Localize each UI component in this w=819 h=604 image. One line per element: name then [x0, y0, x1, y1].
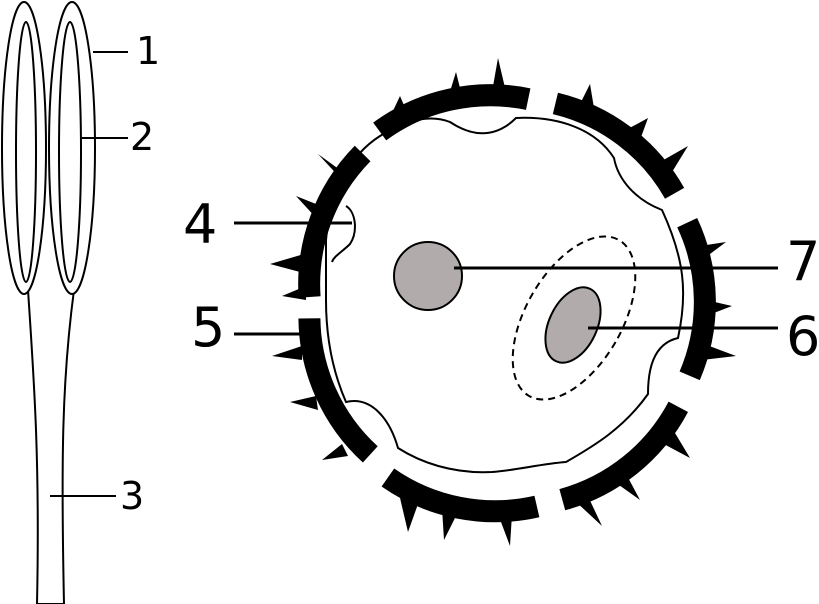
anther-lobe-left — [1, 1, 47, 295]
exine-segment — [559, 401, 689, 511]
exine-segment — [552, 92, 685, 199]
pollen-sac-right — [58, 21, 82, 283]
exine-segment — [677, 218, 716, 381]
aperture-bulge — [331, 205, 356, 263]
stamen-leaders — [50, 51, 128, 497]
exine-segments — [298, 84, 716, 523]
label-4: 4 — [183, 193, 217, 256]
generative-cell — [511, 235, 637, 401]
spine — [270, 254, 304, 272]
spine — [626, 118, 648, 140]
filament — [27, 289, 75, 604]
spine — [272, 346, 302, 360]
anther-lobe-right — [48, 1, 96, 295]
pollen-grain — [270, 58, 736, 546]
vegetative-nucleus — [393, 241, 463, 311]
exine-spines — [270, 58, 736, 546]
pollen-leaders — [234, 221, 778, 336]
exine-segment — [298, 318, 378, 463]
label-6: 6 — [786, 305, 819, 368]
label-1: 1 — [136, 29, 160, 73]
intine-membrane — [325, 116, 685, 474]
label-7: 7 — [786, 230, 819, 293]
label-2: 2 — [130, 115, 154, 159]
stamen — [1, 1, 96, 604]
spine — [400, 498, 418, 532]
pollen-sac-left — [15, 21, 37, 283]
spine — [290, 396, 318, 410]
exine-segment — [298, 145, 371, 298]
generative-nucleus — [544, 286, 602, 364]
exine-segment — [381, 468, 540, 523]
label-5: 5 — [191, 296, 225, 359]
exine-segment — [373, 84, 531, 141]
spine — [322, 444, 348, 460]
spine — [492, 58, 506, 92]
label-3: 3 — [120, 474, 144, 518]
